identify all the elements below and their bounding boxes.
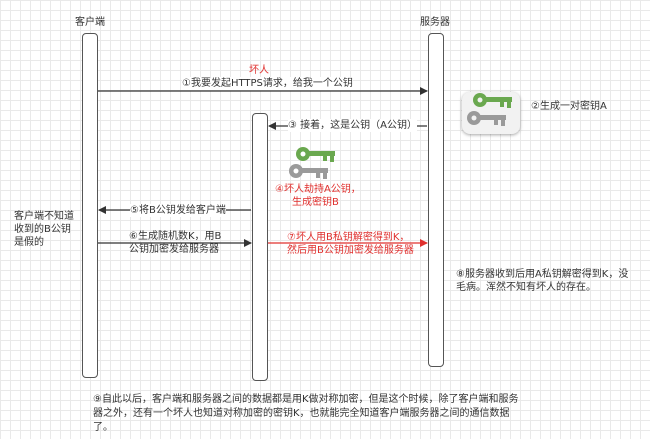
message-6-line2: 公钥加密发给服务器	[129, 244, 219, 255]
message-1: ①我要发起HTTPS请求，给我一个公钥	[182, 77, 353, 90]
server-lifeline	[428, 33, 444, 367]
attacker-lifeline	[252, 113, 268, 381]
client-note: 客户端不知道收到的B公钥是假的	[14, 211, 74, 248]
message-7-line2: 然后用B公钥加密发给服务器	[287, 245, 414, 256]
client-lifeline	[82, 33, 98, 378]
attacker-label: 坏人	[249, 65, 269, 76]
message-2: ②生成一对密钥A	[531, 101, 607, 112]
message-6-line1: ⑥生成随机数K，用B	[129, 231, 222, 242]
message-5: ⑤将B公钥发给客户端	[130, 204, 226, 217]
message-9: ⑨自此以后，客户端和服务器之间的数据都是用K做对称加密，但是这个时候，除了客户端…	[93, 394, 519, 433]
message-4-line1: ④坏人劫持A公钥，	[275, 184, 361, 195]
message-8: ⑧服务器收到后用A私钥解密得到K，没毛病。浑然不知有坏人的存在。	[456, 269, 629, 293]
message-3: ③ 接着，这是公钥（A公钥）	[288, 119, 417, 132]
key-pair-icon-server	[467, 93, 512, 126]
server-label: 服务器	[420, 17, 450, 28]
message-7-line1: ⑦坏人用B私钥解密得到K，	[287, 232, 410, 243]
key-pair-icon-attacker	[289, 147, 335, 179]
message-4-line2: 生成密钥B	[292, 197, 339, 208]
client-label: 客户端	[75, 17, 105, 28]
